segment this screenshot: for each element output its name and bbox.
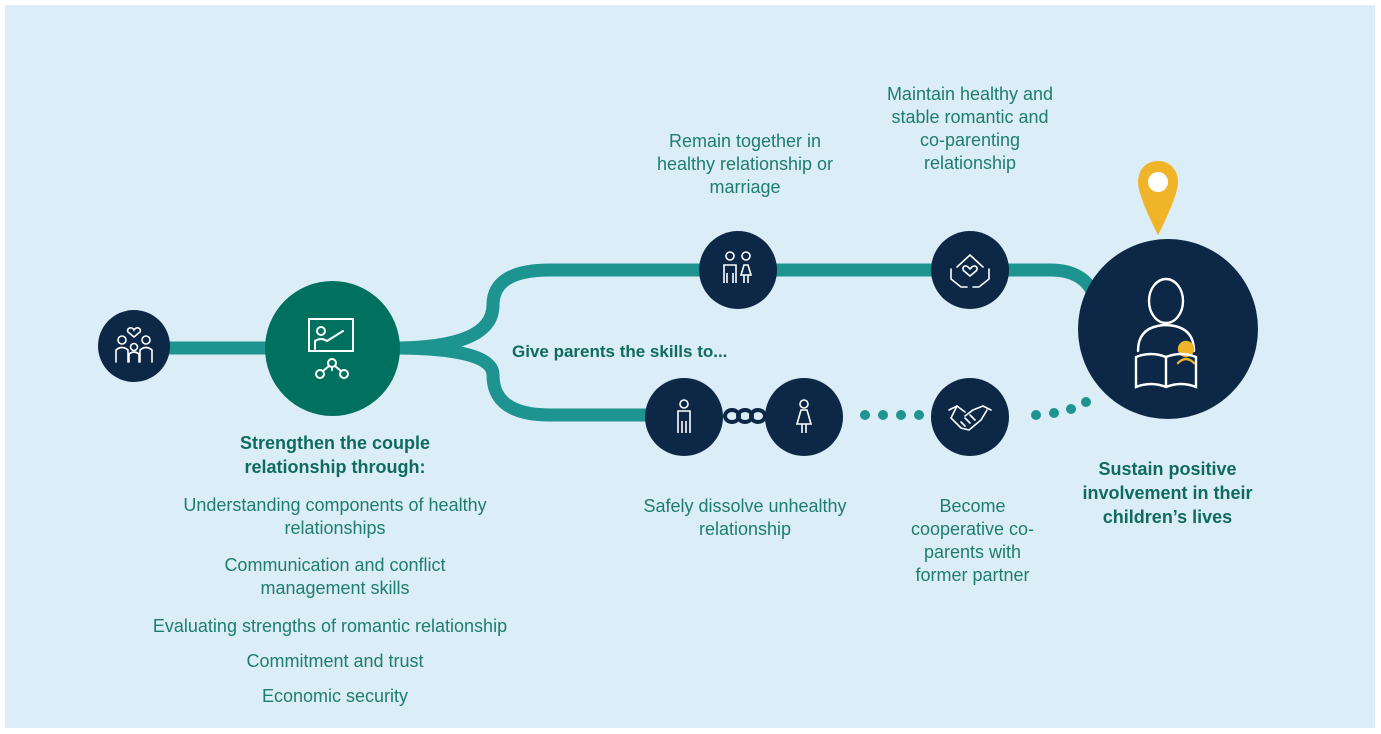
presentation-icon — [308, 318, 354, 379]
goal-label: Sustain positive involvement in their ch… — [1082, 459, 1253, 527]
couple-icon — [723, 251, 753, 283]
location-pin-icon — [1138, 161, 1178, 235]
co-parenting-node — [931, 231, 1009, 309]
cooperative-node — [931, 378, 1009, 456]
list-item: Communication and conflict management sk… — [224, 555, 446, 598]
list-item: Understanding components of healthy rela… — [183, 495, 487, 538]
man-icon — [677, 399, 691, 433]
woman-icon — [795, 399, 813, 433]
upper-step2-label: Maintain healthy and stable romantic and… — [886, 84, 1054, 173]
list-item: Economic security — [261, 686, 409, 706]
branch-label: Give parents the skills to... — [512, 342, 728, 361]
lower-step2-label: Become cooperative co-parents with forme… — [910, 496, 1035, 585]
parent-reading-icon — [1134, 277, 1198, 389]
remain-together-node — [699, 231, 777, 309]
family-icon — [115, 327, 153, 363]
lower-step1-label: Safely dissolve unhealthy relationship — [643, 496, 847, 539]
dotted-connector — [860, 397, 1091, 420]
start-heading: Strengthen the couple relationship throu… — [239, 433, 430, 477]
strengthen-node — [265, 281, 400, 416]
list-item: Evaluating strengths of romantic relatio… — [152, 616, 508, 636]
family-node — [98, 310, 170, 382]
upper-step1-label: Remain together in healthy relationship … — [656, 131, 834, 197]
goal-node — [1078, 239, 1258, 419]
woman-node — [765, 378, 843, 456]
heart-hands-icon — [950, 253, 990, 288]
diagram-canvas: Remain together in healthy relationship … — [5, 5, 1375, 728]
list-item: Commitment and trust — [246, 651, 424, 671]
broken-chain-icon — [723, 408, 767, 424]
man-node — [645, 378, 723, 456]
handshake-icon — [948, 405, 992, 431]
pathway-lines — [153, 263, 1104, 422]
